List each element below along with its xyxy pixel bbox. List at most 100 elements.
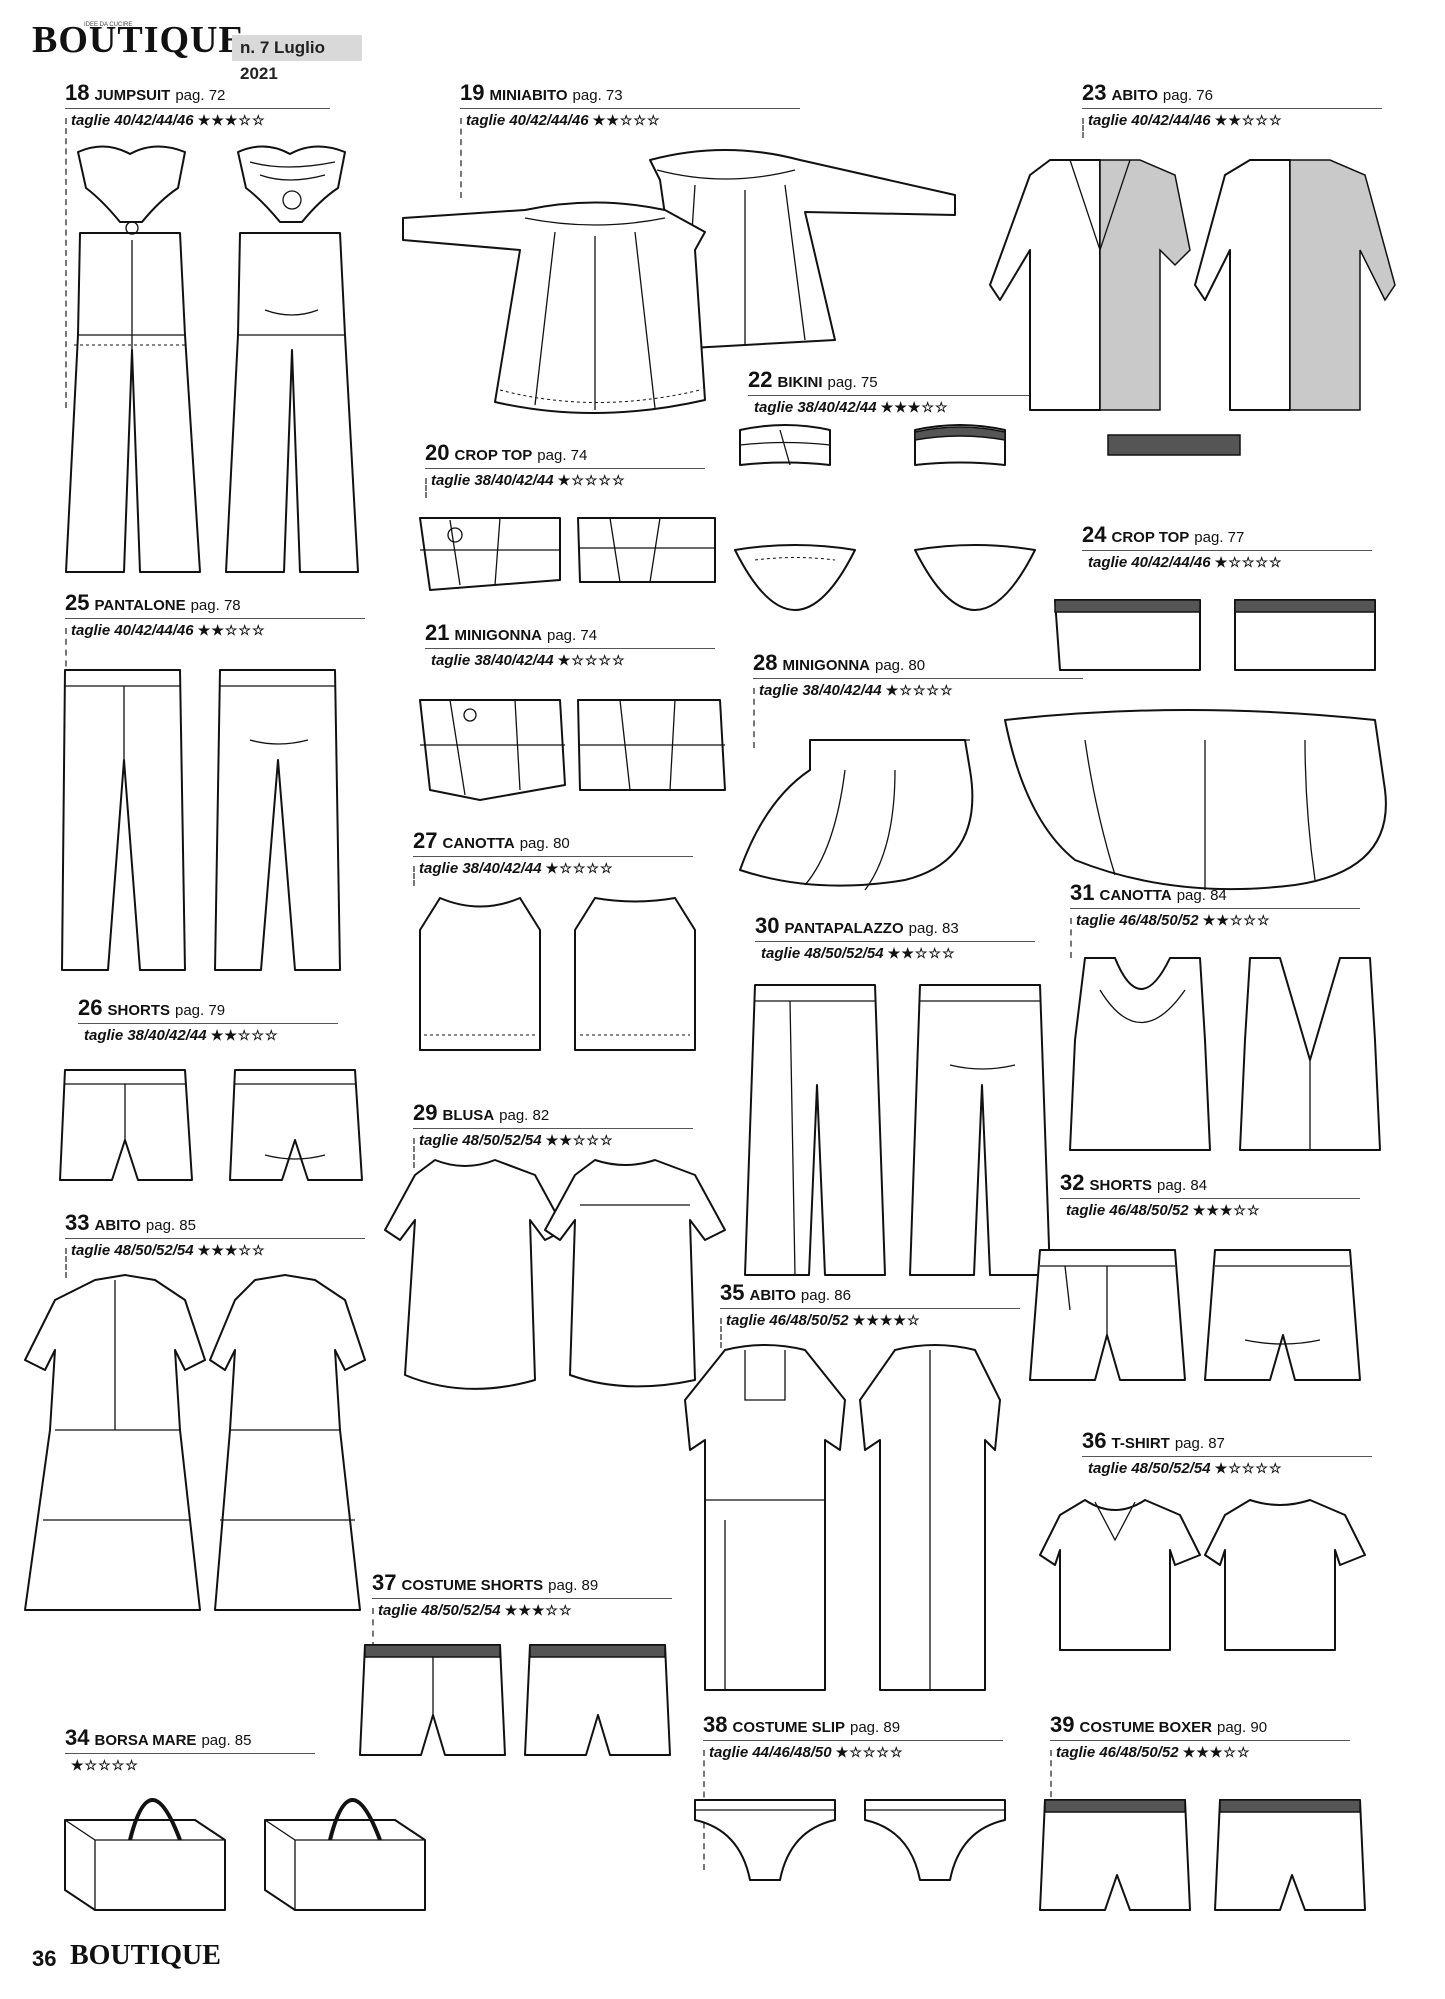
item-number: 35 [720, 1280, 745, 1305]
item-page: pag. 78 [190, 597, 241, 614]
item-sizes: taglie 44/46/48/50 [709, 1744, 832, 1761]
item-number: 25 [65, 590, 90, 615]
item-rule [748, 395, 1048, 396]
item-sizes: taglie 40/42/44/46 [1088, 554, 1211, 571]
item-page: pag. 89 [548, 1577, 599, 1594]
item-sizes: taglie 38/40/42/44 [754, 399, 877, 416]
item-number: 22 [748, 367, 773, 392]
issue-label: n. 7 Luglio 2021 [232, 35, 362, 83]
item-page: pag. 73 [572, 87, 623, 104]
costume-slip-sketch [694, 1799, 1006, 1881]
item-sizes: taglie 38/40/42/44 [759, 682, 882, 699]
item-name: ABITO [1111, 87, 1158, 104]
item-rule [413, 856, 693, 857]
difficulty-stars: ★★★☆☆ [1182, 1744, 1251, 1760]
item-sizes: taglie 40/42/44/46 [71, 112, 194, 129]
minigonna-28-sketch [739, 709, 1387, 891]
item-name: JUMPSUIT [94, 87, 171, 104]
item-name: CROP TOP [454, 447, 533, 464]
item-name: SHORTS [1089, 1177, 1152, 1194]
item-dash [425, 478, 427, 498]
difficulty-stars: ★★★☆☆ [197, 112, 266, 128]
item-name: ABITO [94, 1217, 141, 1234]
item-dash [65, 1248, 67, 1278]
item-dash [65, 118, 67, 408]
item-number: 30 [755, 913, 780, 938]
difficulty-stars: ★★☆☆☆ [210, 1027, 279, 1043]
t-shirt-sketch [1039, 1499, 1366, 1651]
item-rule [65, 1753, 315, 1754]
difficulty-stars: ★★☆☆☆ [1214, 112, 1283, 128]
magazine-logo: BOUTIQUE [32, 19, 245, 61]
difficulty-stars: ★☆☆☆☆ [1214, 1460, 1283, 1476]
abito-35-sketch [684, 1344, 1001, 1691]
item-rule [413, 1128, 693, 1129]
difficulty-stars: ★★☆☆☆ [887, 945, 956, 961]
item-sizes: taglie 40/42/44/46 [1088, 112, 1211, 129]
item-page: pag. 84 [1176, 887, 1227, 904]
difficulty-stars: ★☆☆☆☆ [557, 652, 626, 668]
blusa-sketch [384, 1159, 726, 1390]
item-rule [425, 648, 715, 649]
difficulty-stars: ★★☆☆☆ [592, 112, 661, 128]
difficulty-stars: ★☆☆☆☆ [835, 1744, 904, 1760]
item-rule [1050, 1740, 1350, 1741]
item-dash [372, 1608, 374, 1648]
item-rule [460, 108, 800, 109]
item-sizes: taglie 48/50/52/54 [1088, 1460, 1211, 1477]
item-rule [65, 108, 330, 109]
item-number: 38 [703, 1712, 728, 1737]
item-number: 34 [65, 1725, 90, 1750]
item-page: pag. 77 [1194, 529, 1245, 546]
item-sizes: taglie 38/40/42/44 [431, 652, 554, 669]
item-dash [720, 1318, 722, 1348]
item-name: COSTUME SHORTS [401, 1577, 544, 1594]
shorts-26-sketch [59, 1069, 363, 1181]
item-dash [413, 866, 415, 886]
item-number: 28 [753, 650, 778, 675]
item-number: 19 [460, 80, 485, 105]
item-sizes: taglie 46/48/50/52 [1056, 1744, 1179, 1761]
item-page: pag. 89 [850, 1719, 901, 1736]
miniabito-sketch [402, 149, 956, 415]
item-number: 20 [425, 440, 450, 465]
item-page: pag. 72 [175, 87, 226, 104]
difficulty-stars: ★★★★☆ [852, 1312, 921, 1328]
item-number: 18 [65, 80, 90, 105]
item-number: 37 [372, 1570, 397, 1595]
item-sizes: taglie 38/40/42/44 [84, 1027, 207, 1044]
item-number: 36 [1082, 1428, 1107, 1453]
item-number: 24 [1082, 522, 1107, 547]
difficulty-stars: ★☆☆☆☆ [557, 472, 626, 488]
bikini-sketch [734, 424, 1036, 611]
difficulty-stars: ★★★☆☆ [504, 1602, 573, 1618]
difficulty-stars: ★☆☆☆☆ [545, 860, 614, 876]
difficulty-stars: ★★☆☆☆ [545, 1132, 614, 1148]
abito-33-sketch [24, 1274, 366, 1611]
item-rule [65, 618, 365, 619]
item-sizes: taglie 38/40/42/44 [431, 472, 554, 489]
difficulty-stars: ★☆☆☆☆ [71, 1757, 139, 1773]
crop-top-20-sketch [419, 517, 716, 591]
item-page: pag. 83 [908, 920, 959, 937]
item-page: pag. 85 [145, 1217, 196, 1234]
item-name: COSTUME BOXER [1079, 1719, 1212, 1736]
difficulty-stars: ★★★☆☆ [1192, 1202, 1261, 1218]
item-sizes: taglie 48/50/52/54 [378, 1602, 501, 1619]
item-name: T-SHIRT [1111, 1435, 1170, 1452]
item-page: pag. 80 [519, 835, 570, 852]
